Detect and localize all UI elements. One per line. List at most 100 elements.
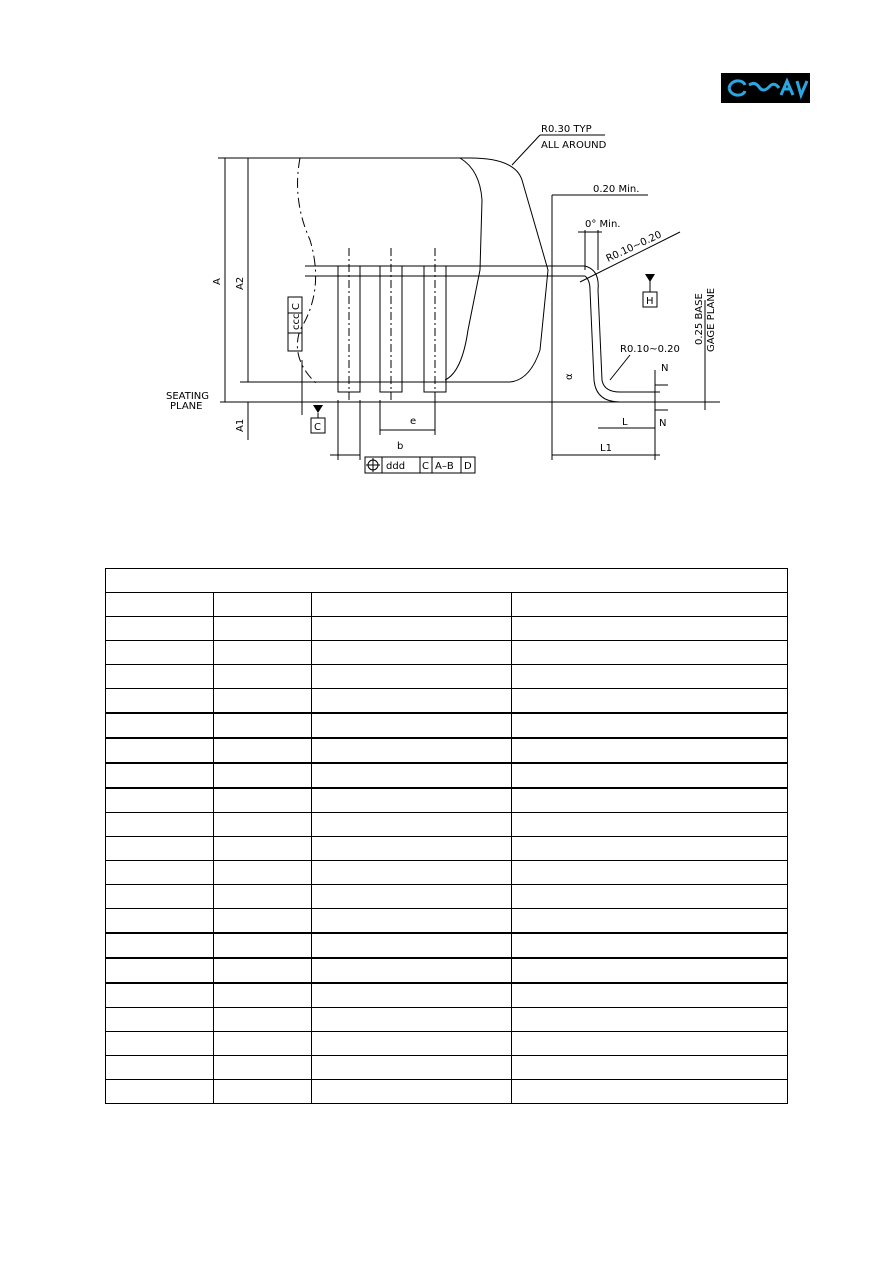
- table-cell: [213, 1031, 312, 1056]
- company-logo: [721, 73, 810, 103]
- table-cell: [311, 860, 512, 885]
- table-cell: [511, 762, 788, 789]
- table-row: [105, 884, 788, 909]
- table-cell: [511, 592, 788, 617]
- table-cell: [213, 836, 312, 861]
- table-cell: [511, 1055, 788, 1080]
- table-cell: [311, 957, 512, 984]
- fcf-c: C: [422, 461, 429, 472]
- table-cell: [105, 860, 214, 885]
- table-cell: [311, 1031, 512, 1056]
- table-row: [105, 737, 788, 764]
- label-seating: SEATING: [166, 391, 209, 402]
- table-cell: [105, 640, 214, 665]
- table-cell: [105, 1055, 214, 1080]
- table-cell: [511, 836, 788, 861]
- table-cell: [105, 1079, 214, 1104]
- table-cell: [311, 812, 512, 837]
- table-cell: [105, 957, 214, 984]
- table-row: [105, 1055, 788, 1080]
- label-020-min: 0.20 Min.: [593, 184, 639, 195]
- label-dim-L: L: [622, 417, 628, 428]
- table-cell: [511, 884, 788, 909]
- table-cell: [105, 787, 214, 813]
- table-row: [105, 640, 788, 665]
- label-dim-A: A: [212, 278, 223, 285]
- table-cell: [105, 664, 214, 689]
- table-row: [105, 664, 788, 689]
- table-cell: [511, 812, 788, 837]
- table-cell: [213, 712, 312, 739]
- table-cell: [105, 616, 214, 641]
- table-cell: [213, 762, 312, 789]
- table-cell: [105, 932, 214, 959]
- label-r-upper: R0.10~0.20: [605, 229, 664, 264]
- table-cell: [511, 664, 788, 689]
- table-row: [105, 1079, 788, 1104]
- label-0deg-min: 0° Min.: [585, 219, 620, 230]
- label-dim-e: e: [410, 416, 416, 427]
- table-cell: [213, 664, 312, 689]
- label-alpha: α: [564, 373, 575, 380]
- table-cell: [311, 884, 512, 909]
- label-dim-A1: A1: [235, 419, 246, 432]
- label-all-around: ALL AROUND: [541, 140, 607, 151]
- label-dim-N-bot: N: [659, 418, 666, 429]
- table-cell: [213, 884, 312, 909]
- table-cell: [511, 1007, 788, 1032]
- table-cell: [105, 762, 214, 789]
- table-cell: [105, 1031, 214, 1056]
- table-cell: [213, 1079, 312, 1104]
- table-cell: [105, 1007, 214, 1032]
- table-cell: [311, 787, 512, 813]
- table-cell: [311, 1055, 512, 1080]
- table-row: [105, 957, 788, 984]
- fcf-ddd: ddd: [386, 461, 405, 472]
- label-datum-h: H: [646, 296, 654, 307]
- table-row: [105, 616, 788, 641]
- table-cell: [311, 616, 512, 641]
- table-row: [105, 712, 788, 739]
- table-cell: [105, 982, 214, 1008]
- label-datum-c: C: [314, 422, 321, 433]
- table-cell: [311, 737, 512, 764]
- label-025-base: 0.25 BASE: [694, 293, 705, 345]
- table-cell: [105, 884, 214, 909]
- table-row: [105, 592, 788, 617]
- table-cell: [213, 1007, 312, 1032]
- table-row: [105, 982, 788, 1008]
- table-cell: [511, 1031, 788, 1056]
- table-row: [105, 762, 788, 789]
- table-cell: [511, 908, 788, 934]
- table-row: [105, 860, 788, 885]
- label-ccc-ref: C: [291, 303, 302, 310]
- table-cell: [311, 688, 512, 714]
- table-cell: [511, 982, 788, 1008]
- table-cell: [105, 737, 214, 764]
- table-cell: [213, 812, 312, 837]
- table-cell: [213, 860, 312, 885]
- table-cell: [105, 712, 214, 739]
- table-row: [105, 836, 788, 861]
- table-row: [105, 1031, 788, 1056]
- label-r-lower: R0.10~0.20: [620, 344, 680, 355]
- table-cell: [311, 908, 512, 934]
- label-radius-typ: R0.30 TYP: [541, 124, 592, 135]
- label-dim-N-top: N: [661, 363, 668, 374]
- table-cell: [311, 712, 512, 739]
- label-gage-plane: GAGE PLANE: [706, 288, 717, 352]
- table-cell: [213, 908, 312, 934]
- table-cell: [511, 616, 788, 641]
- table-title: [105, 568, 788, 593]
- table-row: [105, 908, 788, 934]
- dimension-table: [105, 568, 788, 1104]
- package-outline-drawing: R0.30 TYP ALL AROUND 0.20 Min. 0° Min. R…: [166, 124, 720, 474]
- table-cell: [213, 640, 312, 665]
- table-cell: [213, 737, 312, 764]
- table-cell: [311, 762, 512, 789]
- table-cell: [511, 737, 788, 764]
- table-cell: [511, 860, 788, 885]
- label-dim-b: b: [397, 441, 403, 452]
- table-cell: [105, 592, 214, 617]
- table-cell: [213, 616, 312, 641]
